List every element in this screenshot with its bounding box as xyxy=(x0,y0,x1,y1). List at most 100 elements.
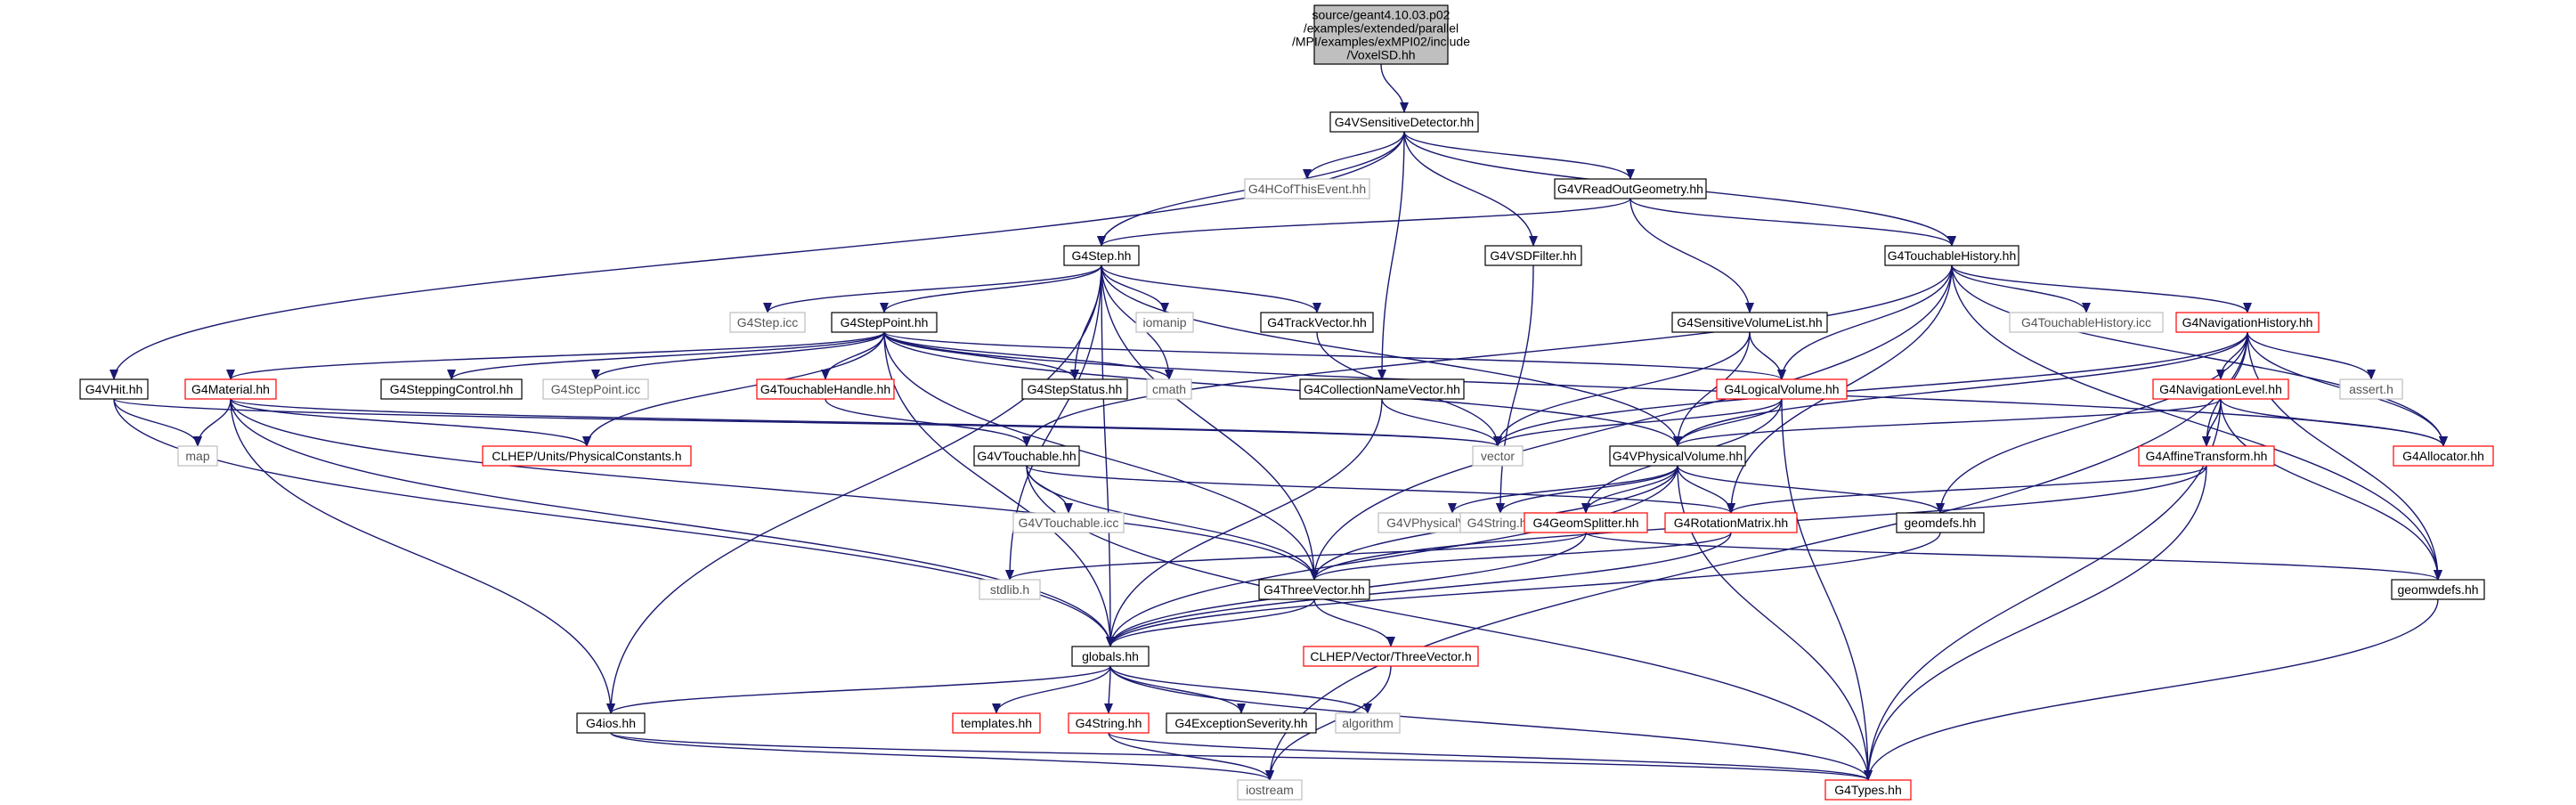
edge-g4step-to-g4physvol xyxy=(1101,264,1682,447)
node-label-g4vsd: G4VSensitiveDetector.hh xyxy=(1335,115,1474,129)
node-g4collnamevec[interactable]: G4CollectionNameVector.hh xyxy=(1299,378,1465,400)
node-voxelsd[interactable]: source/geant4.10.03.p02/examples/extende… xyxy=(1292,4,1470,65)
node-g4physvol[interactable]: G4VPhysicalVolume.hh xyxy=(1609,445,1746,467)
node-box-g4vrog xyxy=(1554,178,1707,199)
node-box-iomanip xyxy=(1135,312,1194,333)
edge-g4step-to-cmath xyxy=(1101,264,1174,380)
node-geomwdefs[interactable]: geomwdefs.hh xyxy=(2391,579,2485,600)
node-templates[interactable]: templates.hh xyxy=(952,712,1041,734)
node-clhepphys[interactable]: CLHEP/Units/PhysicalConstants.h xyxy=(482,445,692,467)
node-box-g4trackvector xyxy=(1260,312,1374,333)
node-label-g4step: G4Step.hh xyxy=(1072,248,1132,263)
node-g4types[interactable]: G4Types.hh xyxy=(1824,779,1912,801)
node-g4string[interactable]: G4String.hh xyxy=(1068,712,1150,734)
node-g4vrog[interactable]: G4VReadOutGeometry.hh xyxy=(1554,178,1707,199)
node-g4trackvector[interactable]: G4TrackVector.hh xyxy=(1260,312,1374,333)
node-g4vsdfilter[interactable]: G4VSDFilter.hh xyxy=(1484,245,1582,266)
edge-g4step-to-iomanip xyxy=(1101,264,1169,313)
node-label-cmath: cmath xyxy=(1152,382,1186,396)
node-box-g4navhist xyxy=(2175,312,2320,333)
node-label-clhepphys: CLHEP/Units/PhysicalConstants.h xyxy=(492,449,681,463)
node-box-voxelsd xyxy=(1313,4,1449,65)
node-label-stdlib: stdlib.h xyxy=(990,582,1029,597)
node-label-g4steppointicc: G4StepPoint.icc xyxy=(551,382,640,396)
node-box-map xyxy=(177,445,218,467)
edge-g4string-to-iostream xyxy=(1108,732,1274,781)
node-label-g4stepstatus: G4StepStatus.hh xyxy=(1028,382,1123,396)
edge-g4steppoint-to-g4logvol xyxy=(883,331,1786,380)
node-g4threevec[interactable]: G4ThreeVector.hh xyxy=(1258,579,1370,600)
node-box-g4navlevel xyxy=(2152,378,2289,400)
edge-g4rotmatrix-to-globals xyxy=(1106,532,1732,647)
node-label-g4touchhist: G4TouchableHistory.hh xyxy=(1888,248,2016,263)
edge-voxelsd-to-g4vsd xyxy=(1380,63,1409,113)
node-box-g4hcof xyxy=(1244,178,1370,199)
node-geomdefs[interactable]: geomdefs.hh xyxy=(1896,512,1985,533)
node-g4vhit[interactable]: G4VHit.hh xyxy=(79,378,149,400)
node-label-g4excsev: G4ExceptionSeverity.hh xyxy=(1174,716,1307,730)
edge-g4step-to-g4steppoint xyxy=(880,264,1102,313)
node-label-voxelsd-line-0: source/geant4.10.03.p02 xyxy=(1312,8,1451,22)
node-label-g4types: G4Types.hh xyxy=(1834,783,1902,797)
node-label-g4material: G4Material.hh xyxy=(191,382,270,396)
node-g4vtouchable[interactable]: G4VTouchable.hh xyxy=(973,445,1080,467)
node-g4steppingctrl[interactable]: G4SteppingControl.hh xyxy=(380,378,523,400)
node-g4navhist[interactable]: G4NavigationHistory.hh xyxy=(2175,312,2320,333)
node-g4senvollist[interactable]: G4SensitiveVolumeList.hh xyxy=(1671,312,1828,333)
edge-g4step-to-g4ios xyxy=(606,264,1102,714)
edge-g4affine-to-g4types xyxy=(1864,465,2207,781)
edge-g4step-to-g4stepicc xyxy=(763,264,1102,313)
edge-g4physvol-to-g4vphysvolicc xyxy=(1448,465,1678,514)
node-box-asserth xyxy=(2339,378,2403,400)
edge-g4logvol-to-g4types xyxy=(1781,398,1873,781)
edge-globals-to-g4string xyxy=(1104,665,1114,714)
edge-g4navhist-to-vector xyxy=(1493,331,2248,447)
node-g4affine[interactable]: G4AffineTransform.hh xyxy=(2138,445,2275,467)
edge-g4steppoint-to-g4stepstatus xyxy=(883,331,1079,380)
node-box-clhepphys xyxy=(482,445,692,467)
node-vector: vector xyxy=(1472,445,1524,467)
node-g4rotmatrix[interactable]: G4RotationMatrix.hh xyxy=(1664,512,1798,533)
node-label-geomwdefs: geomwdefs.hh xyxy=(2397,582,2478,597)
node-g4excsev[interactable]: G4ExceptionSeverity.hh xyxy=(1166,712,1317,734)
node-label-iomanip: iomanip xyxy=(1142,315,1186,329)
edge-g4touchhandle-to-g4vtouchable xyxy=(825,398,1031,447)
node-label-templates: templates.hh xyxy=(961,716,1032,730)
node-g4material[interactable]: G4Material.hh xyxy=(184,378,277,400)
edge-g4physvol-to-geomdefs xyxy=(1677,465,1945,514)
node-g4touchhandle[interactable]: G4TouchableHandle.hh xyxy=(756,378,895,400)
edge-g4steppoint-to-globals xyxy=(883,331,1115,647)
node-g4steppoint[interactable]: G4StepPoint.hh xyxy=(831,312,938,333)
node-clhepthreevec[interactable]: CLHEP/Vector/ThreeVector.h xyxy=(1303,646,1479,667)
node-box-g4allocator xyxy=(2393,445,2494,467)
edge-g4vrog-to-g4touchhist xyxy=(1629,198,1956,247)
node-box-g4excsev xyxy=(1166,712,1317,734)
node-label-g4vrog: G4VReadOutGeometry.hh xyxy=(1557,182,1703,196)
edge-g4vrog-to-g4senvollist xyxy=(1629,198,1754,313)
node-g4touchhist[interactable]: G4TouchableHistory.hh xyxy=(1884,245,2019,266)
edge-g4steppoint-to-cmath xyxy=(883,331,1174,380)
node-g4step[interactable]: G4Step.hh xyxy=(1063,245,1140,266)
node-g4stepstatus[interactable]: G4StepStatus.hh xyxy=(1021,378,1128,400)
node-g4vtouchicc: G4VTouchable.icc xyxy=(1012,512,1125,533)
node-box-g4steppoint xyxy=(831,312,938,333)
node-label-voxelsd-line-2: /MPI/examples/exMPI02/include xyxy=(1292,35,1470,49)
edge-g4steppoint-to-g4material xyxy=(226,331,885,380)
node-label-g4stepicc: G4Step.icc xyxy=(737,315,798,329)
node-globals[interactable]: globals.hh xyxy=(1071,646,1150,667)
node-g4logvol[interactable]: G4LogicalVolume.hh xyxy=(1716,378,1848,400)
node-box-stdlib xyxy=(979,579,1041,600)
node-g4navlevel[interactable]: G4NavigationLevel.hh xyxy=(2152,378,2289,400)
node-g4stepicc: G4Step.icc xyxy=(729,312,806,333)
node-box-g4stepicc xyxy=(729,312,806,333)
edge-g4affine-to-g4rotmatrix xyxy=(1727,465,2207,514)
node-g4ios[interactable]: G4ios.hh xyxy=(576,712,646,734)
node-box-g4stepstatus xyxy=(1021,378,1128,400)
node-g4allocator[interactable]: G4Allocator.hh xyxy=(2393,445,2494,467)
edge-g4rotmatrix-to-g4threevec xyxy=(1310,532,1732,581)
node-g4vsd[interactable]: G4VSensitiveDetector.hh xyxy=(1329,111,1479,133)
edge-globals-to-g4ios xyxy=(606,665,1111,714)
node-g4geomsplit[interactable]: G4GeomSplitter.hh xyxy=(1524,512,1648,533)
node-box-g4touchhandle xyxy=(756,378,895,400)
